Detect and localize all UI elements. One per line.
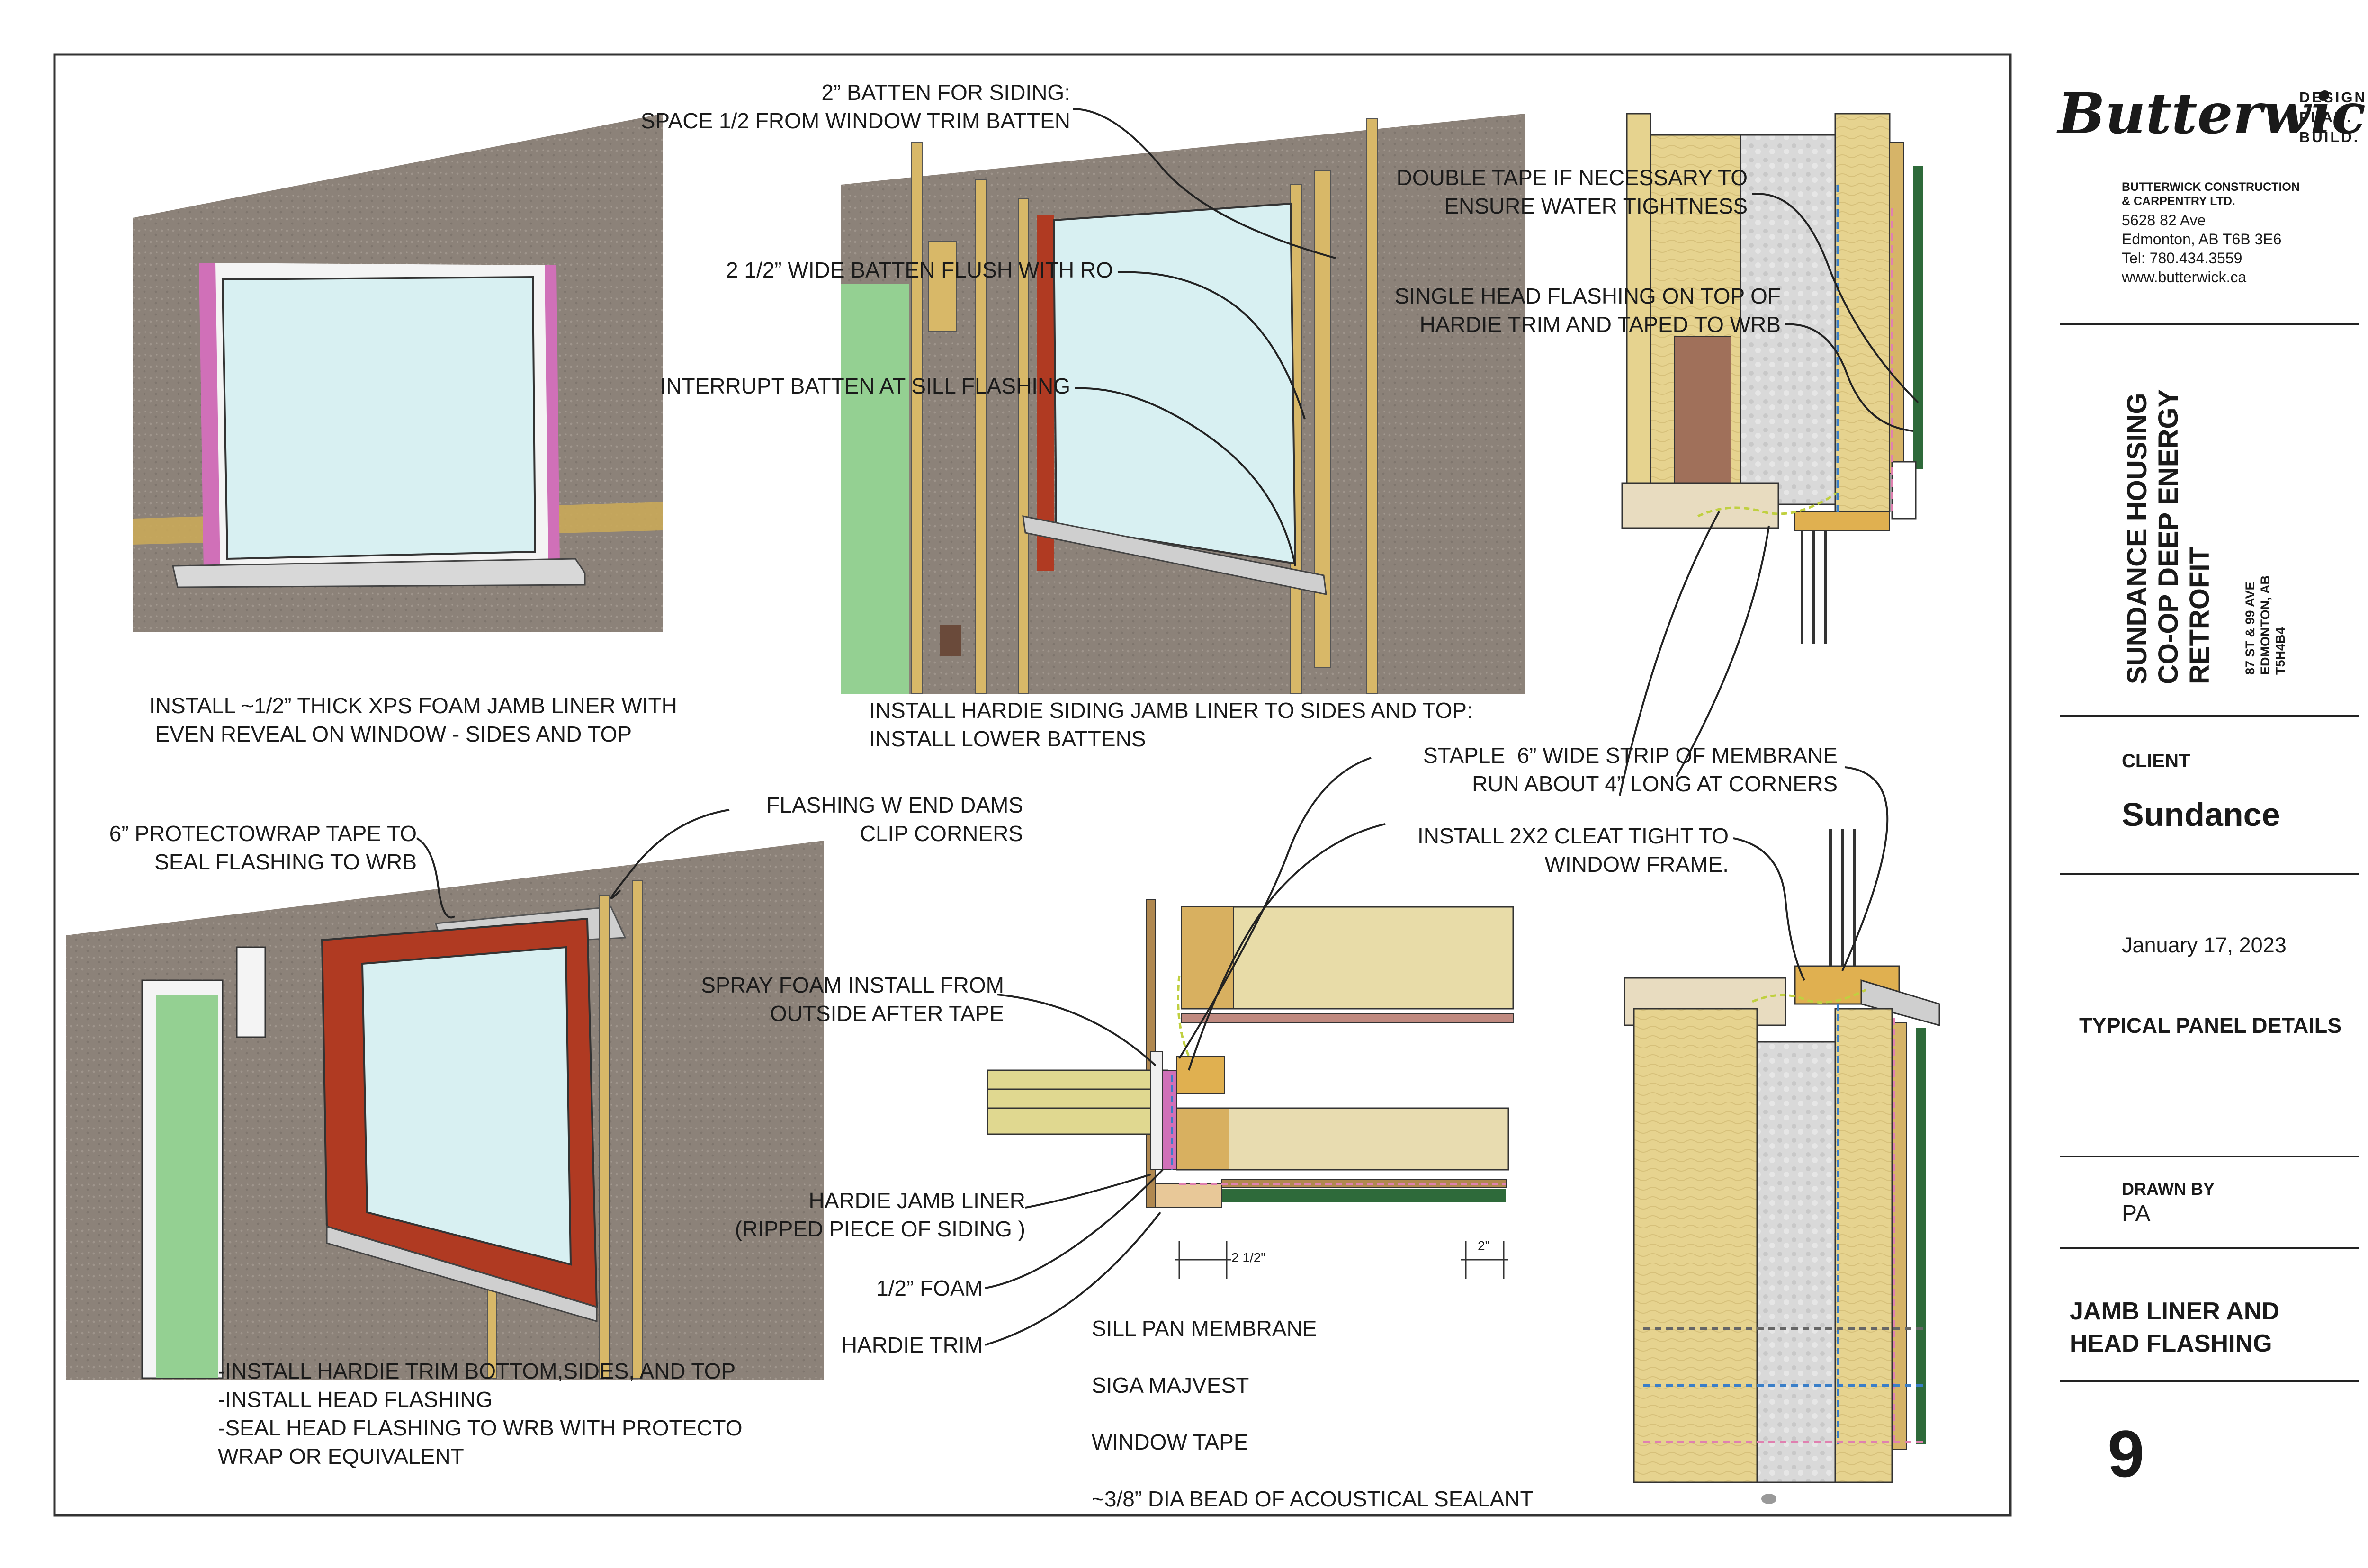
electrical-box-icon [940,625,961,656]
leader-lines [416,108,1919,1346]
note-half-foam: 1/2” FOAM [876,1276,983,1300]
legend-label-window-tape: WINDOW TAPE [1092,1430,1248,1454]
sheet-border [53,53,2012,1517]
panel-jamb-plan [987,899,1514,1279]
panel-sill-section [1624,829,1940,1483]
dimension-2: 2" [1478,1238,1490,1253]
logo-tagline: DESIGN.PLAN.BUILD. [2299,89,2368,145]
note-xps-jamb-liner: INSTALL ~1/2” THICK XPS FOAM JAMB LINER … [149,693,677,746]
note-interrupt-batten: INTERRUPT BATTEN AT SILL FLASHING [660,374,1070,398]
title-rule [2060,715,2359,717]
sheet-number: 9 [2108,1416,2144,1491]
legend-label-siga: SIGA MAJVEST [1092,1373,1249,1398]
company-name: BUTTERWICK CONSTRUCTION& CARPENTRY LTD. [2122,180,2300,208]
title-rule [2060,1380,2359,1382]
door-icon [841,284,909,694]
note-install-steps: -INSTALL HARDIE TRIM BOTTOM,SIDES, AND T… [218,1359,743,1469]
note-hardie-jamb-liner: INSTALL HARDIE SIDING JAMB LINER TO SIDE… [869,698,1473,751]
title-rule [2060,873,2359,875]
window-icon [221,276,537,560]
dimension-2-half: 2 1/2" [1231,1250,1266,1265]
note-hardie-trim: HARDIE TRIM [841,1333,983,1357]
drawing-date: January 17, 2023 [2122,933,2287,957]
title-rule [2060,1156,2359,1157]
panel-head-section [1621,113,1923,644]
panel-hardie-jamb-liner [841,114,1525,694]
legend-label-sill-pan: SILL PAN MEMBRANE [1092,1316,1317,1341]
title-rule [2060,323,2359,325]
legend-label-sealant: ~3/8” DIA BEAD OF ACOUSTICAL SEALANT [1092,1487,1534,1511]
note-jamb-liner: HARDIE JAMB LINER(RIPPED PIECE OF SIDING… [735,1188,1025,1241]
drawn-by-label: DRAWN BY [2122,1179,2215,1199]
note-batten-wide: 2 1/2” WIDE BATTEN FLUSH WITH RO [726,258,1113,282]
legend-swatches [1643,1327,1923,1504]
client-name: Sundance [2122,796,2280,833]
panel-xps-jamb-liner [133,114,663,632]
drawing-subtitle: TYPICAL PANEL DETAILS [2079,1013,2342,1038]
panel-hardie-trim [66,841,824,1380]
title-rule [2060,1247,2359,1249]
note-batten-siding: 2” BATTEN FOR SIDING:SPACE 1/2 FROM WIND… [640,80,1070,133]
company-logo: Butterwick [2058,81,2368,146]
drawn-by: PA [2122,1201,2151,1226]
client-label: CLIENT [2122,751,2190,771]
